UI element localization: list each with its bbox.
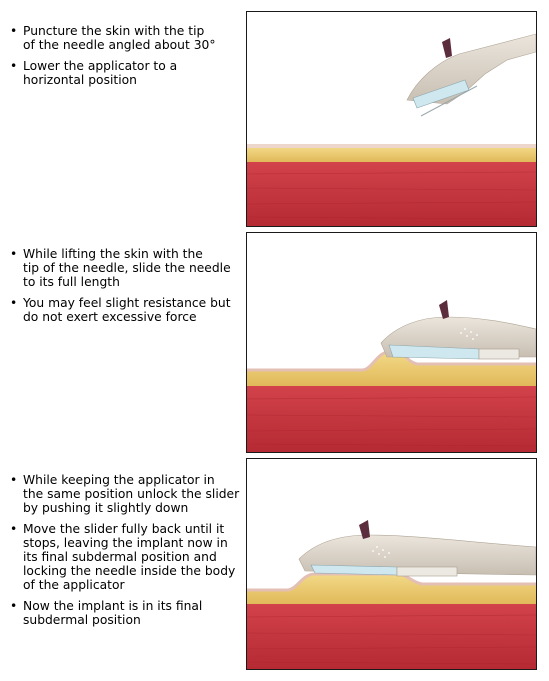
list-item: • Now the implant is in its final subderm… xyxy=(10,599,240,627)
fat-layer xyxy=(247,575,536,605)
list-item: • You may feel slight resistance but do n… xyxy=(10,296,240,324)
instruction-text: While lifting the skin with the tip of t… xyxy=(23,247,231,289)
applicator xyxy=(406,33,536,117)
slider-retraction-illustration xyxy=(247,459,536,669)
list-item: • While keeping the applicator in the sam… xyxy=(10,473,240,515)
illustration-panel-2 xyxy=(246,232,537,453)
muscle-layer xyxy=(247,386,536,452)
instruction-text: Move the slider fully back until it stop… xyxy=(23,522,236,592)
fat-layer xyxy=(247,148,536,162)
list-item: • Move the slider fully back until it sto… xyxy=(10,522,240,592)
bullet-icon: • xyxy=(10,522,18,536)
bullet-icon: • xyxy=(10,296,18,310)
instruction-text: While keeping the applicator in the same… xyxy=(23,473,240,515)
skin-layer xyxy=(247,144,536,149)
illustration-panel-1 xyxy=(246,11,537,227)
instruction-text: Now the implant is in its final subderma… xyxy=(23,599,203,627)
bullet-icon: • xyxy=(10,59,18,73)
instruction-text: You may feel slight resistance but do no… xyxy=(23,296,231,324)
muscle-layer xyxy=(247,162,536,226)
step-2-instructions: • While lifting the skin with the tip of … xyxy=(10,247,240,331)
instruction-text: Lower the applicator to a horizontal pos… xyxy=(23,59,178,87)
instruction-text: Puncture the skin with the tip of the ne… xyxy=(23,24,216,52)
bullet-icon: • xyxy=(10,24,18,38)
bullet-icon: • xyxy=(10,599,18,613)
muscle-layer xyxy=(247,604,536,669)
needle-angled-illustration xyxy=(247,12,536,226)
needle-insertion-illustration xyxy=(247,233,536,452)
fat-layer xyxy=(247,353,536,387)
bullet-icon: • xyxy=(10,473,18,487)
list-item: • Puncture the skin with the tip of the n… xyxy=(10,24,240,52)
illustration-panel-3 xyxy=(246,458,537,670)
list-item: • Lower the applicator to a horizontal po… xyxy=(10,59,240,87)
applicator xyxy=(298,520,536,577)
applicator xyxy=(380,300,536,360)
step-1-instructions: • Puncture the skin with the tip of the n… xyxy=(10,24,240,94)
list-item: • While lifting the skin with the tip of … xyxy=(10,247,240,289)
step-3-instructions: • While keeping the applicator in the sam… xyxy=(10,473,240,634)
bullet-icon: • xyxy=(10,247,18,261)
